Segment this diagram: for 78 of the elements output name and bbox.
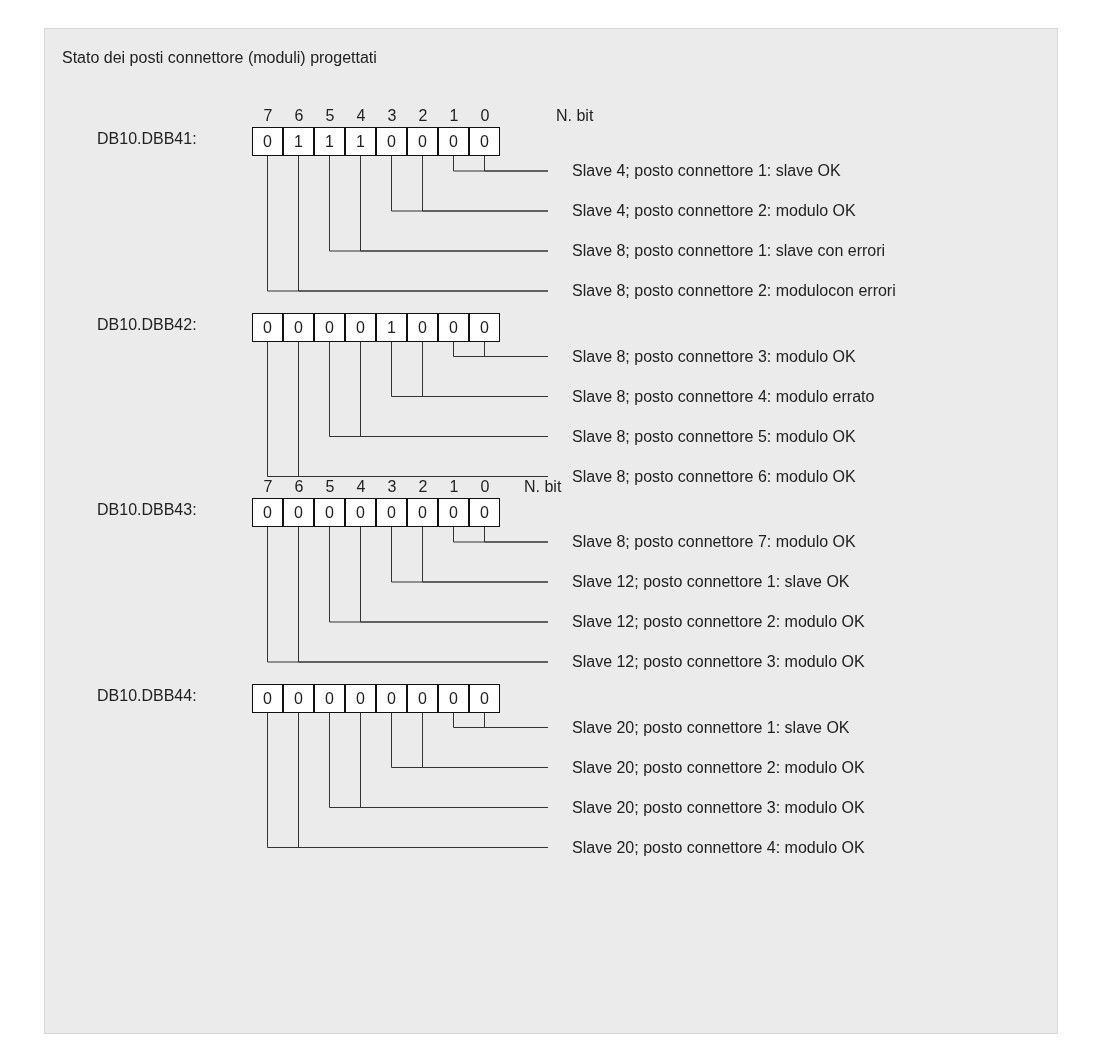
bit-cell: 0 xyxy=(469,127,500,156)
bit-cell: 0 xyxy=(438,127,469,156)
register-name: DB10.DBB42: xyxy=(97,316,197,333)
bit-cell: 0 xyxy=(438,498,469,527)
register-name: DB10.DBB44: xyxy=(97,687,197,704)
bit-cell: 0 xyxy=(252,498,283,527)
bit-description: Slave 8; posto connettore 4: modulo errato xyxy=(548,386,875,407)
connector-line xyxy=(484,712,549,728)
bit-description: Slave 8; posto connettore 5: modulo OK xyxy=(548,426,856,447)
bit-number: 3 xyxy=(387,108,397,124)
bit-cell: 0 xyxy=(314,683,345,713)
bit-cell: 0 xyxy=(407,312,438,342)
bit-cell: 0 xyxy=(345,498,376,527)
register-name: DB10.DBB43: xyxy=(97,502,197,518)
bit-description: Slave 12; posto connettore 3: modulo OK xyxy=(548,652,865,672)
bit-cell: 1 xyxy=(314,127,345,156)
bit-cell: 0 xyxy=(407,127,438,156)
title: Stato dei posti connettore (moduli) progettati xyxy=(62,48,377,68)
bit-cell: 0 xyxy=(314,498,345,527)
bit-number: 1 xyxy=(449,479,459,495)
bit-number-heading: N. bit xyxy=(556,108,594,124)
bit-cell: 0 xyxy=(438,312,469,342)
bit-cell: 0 xyxy=(469,312,500,342)
connector-line xyxy=(484,341,549,357)
bit-cell: 0 xyxy=(252,683,283,713)
bit-number-heading: N. bit xyxy=(524,479,562,495)
connector-line xyxy=(422,526,549,583)
bit-description: Slave 8; posto connettore 2: modulocon errori xyxy=(548,281,896,301)
bit-cell: 0 xyxy=(345,312,376,342)
bit-description: Slave 20; posto connettore 2: modulo OK xyxy=(548,757,865,778)
connector-line xyxy=(422,155,549,212)
bit-number: 6 xyxy=(294,479,304,495)
bit-number: 2 xyxy=(418,108,428,124)
connector-line xyxy=(484,155,549,172)
bit-cell: 0 xyxy=(376,498,407,527)
bit-number: 6 xyxy=(294,108,304,124)
bit-cell: 0 xyxy=(469,498,500,527)
bit-number: 7 xyxy=(263,108,273,124)
bit-cell: 1 xyxy=(345,127,376,156)
bit-number: 7 xyxy=(263,479,273,495)
bit-number: 4 xyxy=(356,108,366,124)
bit-cell: 0 xyxy=(376,127,407,156)
bit-description: Slave 20; posto connettore 3: modulo OK xyxy=(548,797,865,818)
bit-cell: 0 xyxy=(376,683,407,713)
bit-cell: 0 xyxy=(252,312,283,342)
bit-number: 1 xyxy=(449,108,459,124)
bit-cell: 0 xyxy=(407,498,438,527)
bit-description: Slave 20; posto connettore 1: slave OK xyxy=(548,717,850,738)
bit-description: Slave 12; posto connettore 1: slave OK xyxy=(548,572,850,592)
bit-number: 3 xyxy=(387,479,397,495)
connector-line xyxy=(484,526,549,543)
bit-description: Slave 8; posto connettore 7: modulo OK xyxy=(548,532,856,552)
bit-description: Slave 4; posto connettore 2: modulo OK xyxy=(548,201,856,221)
bit-number: 5 xyxy=(325,108,335,124)
bit-cell: 1 xyxy=(283,127,314,156)
bit-description: Slave 8; posto connettore 1: slave con errori xyxy=(548,241,886,261)
register-name: DB10.DBB41: xyxy=(97,131,197,147)
bit-cell: 0 xyxy=(283,312,314,342)
bit-cell: 0 xyxy=(283,498,314,527)
bit-number: 5 xyxy=(325,479,335,495)
bit-description: Slave 8; posto connettore 3: modulo OK xyxy=(548,346,856,367)
bit-cell: 0 xyxy=(283,683,314,713)
connector-line xyxy=(422,712,549,768)
bit-cell: 0 xyxy=(314,312,345,342)
bit-description: Slave 20; posto connettore 4: modulo OK xyxy=(548,837,865,858)
bit-number: 0 xyxy=(480,479,490,495)
bit-number: 4 xyxy=(356,479,366,495)
bit-cell: 0 xyxy=(469,683,500,713)
bit-description: Slave 4; posto connettore 1: slave OK xyxy=(548,161,841,181)
bit-number: 2 xyxy=(418,479,428,495)
bit-cell: 0 xyxy=(438,683,469,713)
connector-line xyxy=(422,341,549,397)
bit-cell: 0 xyxy=(345,683,376,713)
bit-number: 0 xyxy=(480,108,490,124)
bit-cell: 1 xyxy=(376,312,407,342)
bit-cell: 0 xyxy=(407,683,438,713)
bit-description: Slave 12; posto connettore 2: modulo OK xyxy=(548,612,865,632)
bit-cell: 0 xyxy=(252,127,283,156)
